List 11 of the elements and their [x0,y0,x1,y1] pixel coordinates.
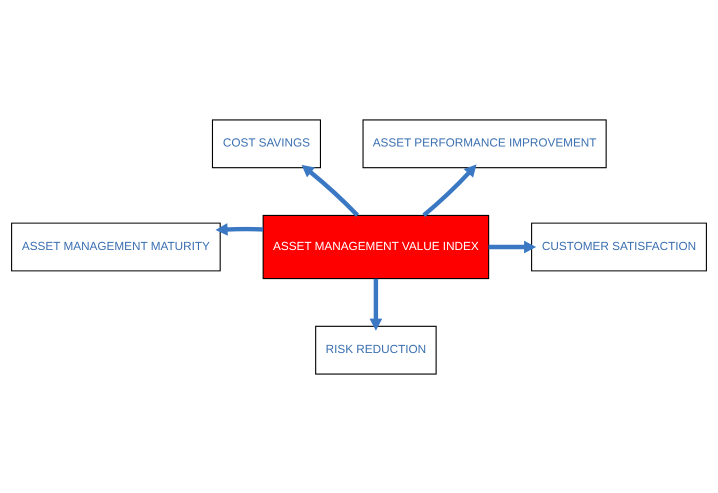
arrow [370,278,382,330]
node-box: ASSET PERFORMANCE IMPROVEMENT [362,118,607,168]
arrow [302,164,360,216]
node-box: ASSET MANAGEMENT VALUE INDEX [262,214,490,279]
arrow [216,222,264,236]
node-box: ASSET MANAGEMENT MATURITY [11,222,221,271]
node-box: RISK REDUCTION [315,325,437,374]
arrow [488,240,536,253]
node-box: COST SAVINGS [212,118,321,168]
arrow [422,164,477,216]
node-box: CUSTOMER SATISFACTION [531,222,707,271]
